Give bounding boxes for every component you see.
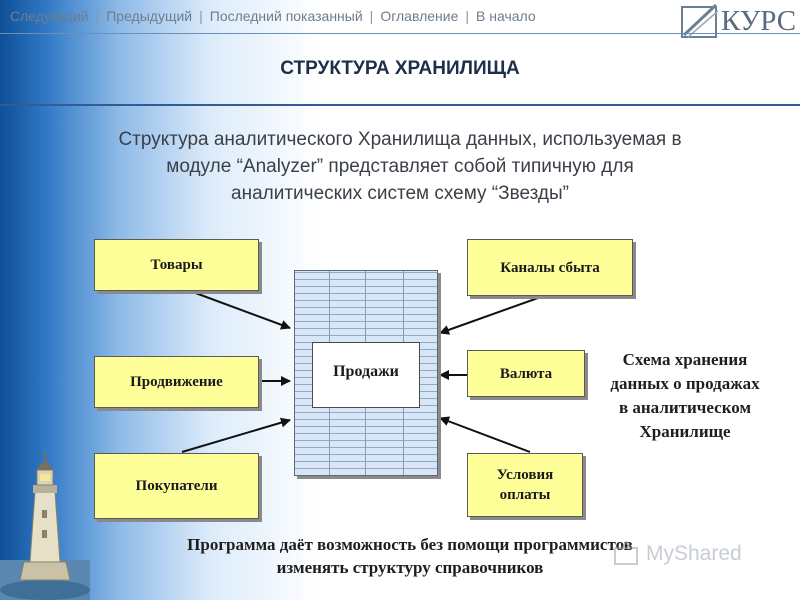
footer-line: изменять структуру справочников (276, 558, 544, 577)
title-area: СТРУКТУРА ХРАНИЛИЩА (0, 40, 800, 106)
dimension-label: Каналы сбыта (500, 259, 600, 276)
arrow-products (181, 287, 291, 330)
title-divider (0, 104, 800, 106)
fact-table-sales: Продажи (312, 342, 420, 408)
navigation-bar: Следующий | Предыдущий | Последний показ… (0, 0, 800, 38)
diagram-caption: Схема хранения данных о продажах в анали… (590, 348, 780, 444)
nav-last-shown-link[interactable]: Последний показанный (209, 8, 363, 24)
lead-line: аналитических систем схему “Звезды” (231, 183, 569, 204)
caption-line: Схема хранения (622, 350, 748, 369)
dimension-box-customers: Покупатели (94, 453, 259, 519)
watermark-text: MyShared (646, 542, 742, 565)
nav-home-link[interactable]: В начало (476, 8, 536, 24)
dimension-label: Продвижение (130, 374, 223, 390)
caption-line: Хранилище (639, 422, 731, 441)
dimension-box-currency: Валюта (467, 350, 585, 397)
lead-paragraph: Структура аналитического Хранилища данны… (95, 126, 705, 207)
lead-line: модуле “Analyzer” представляет собой тип… (166, 156, 634, 177)
lighthouse-illustration (0, 452, 90, 600)
nav-separator: | (369, 8, 374, 24)
nav-contents-link[interactable]: Оглавление (380, 8, 459, 24)
nav-separator: | (95, 8, 100, 24)
dimension-label: Валюта (499, 365, 553, 382)
caption-line: данных о продажах (610, 374, 760, 393)
nav-divider (0, 33, 800, 34)
nav-separator: | (199, 8, 203, 24)
watermark: MyShared (612, 540, 772, 570)
arrow-customers (181, 417, 291, 453)
dimension-box-sales-channels: Каналы сбыта (467, 239, 633, 296)
dimension-label: Товары (150, 257, 203, 273)
fact-table-label: Продажи (333, 363, 399, 380)
lead-line: Структура аналитического Хранилища данны… (118, 129, 682, 150)
footer-note: Программа даёт возможность без помощи пр… (130, 533, 690, 579)
dimension-box-promotion: Продвижение (94, 356, 259, 408)
page-title: СТРУКТУРА ХРАНИЛИЩА (280, 58, 520, 79)
dimension-box-payment-terms: Условия оплаты (467, 453, 583, 517)
arrow-channels (439, 292, 553, 335)
watermark-icon (614, 540, 638, 565)
nav-separator: | (465, 8, 470, 24)
dimension-box-products: Товары (94, 239, 259, 291)
logo-text: КУРС (721, 5, 797, 37)
footer-line: Программа даёт возможность без помощи пр… (187, 535, 633, 554)
caption-line: в аналитическом (618, 398, 752, 417)
nav-prev-link[interactable]: Предыдущий (106, 8, 193, 24)
dimension-label: Покупатели (135, 478, 218, 494)
nav-links: Следующий | Предыдущий | Последний показ… (10, 8, 536, 24)
kurs-logo[interactable]: КУРС (680, 3, 797, 39)
logo-emblem-icon (681, 3, 719, 38)
arrow-payment-terms (439, 416, 531, 453)
nav-next-link[interactable]: Следующий (10, 8, 89, 24)
dimension-label: Условия оплаты (496, 467, 554, 503)
